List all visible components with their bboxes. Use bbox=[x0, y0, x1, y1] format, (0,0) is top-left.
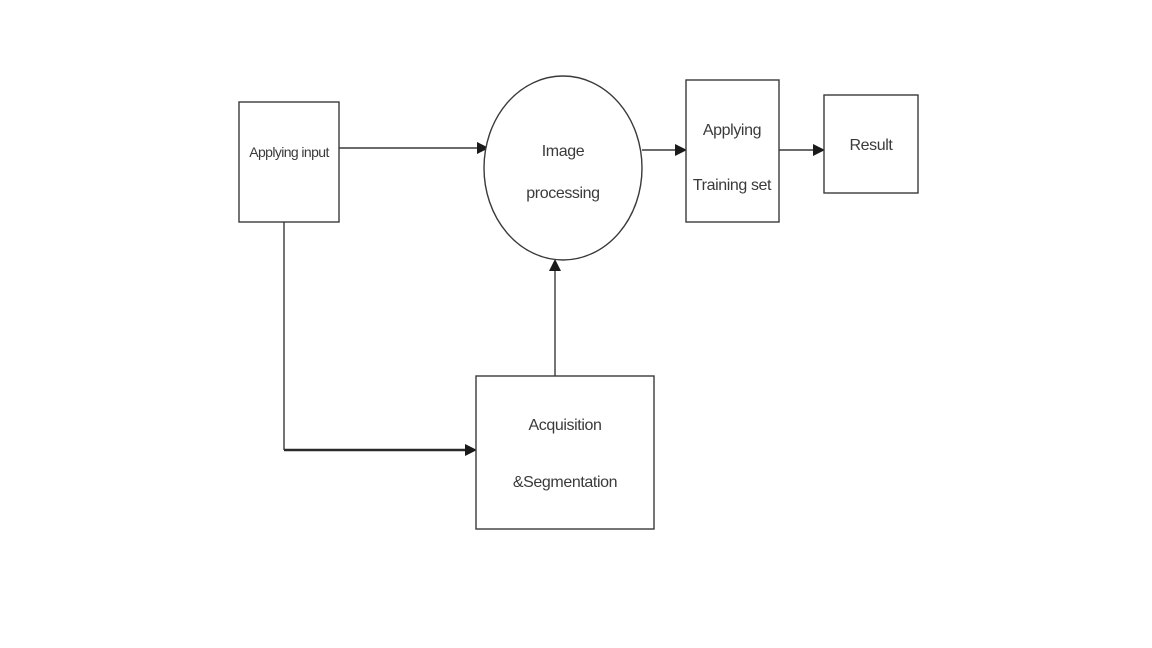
node-image-processing-label-line2: processing bbox=[526, 185, 599, 202]
node-training-label-line1: Applying bbox=[703, 122, 761, 139]
node-training-label-line2: Training set bbox=[693, 177, 772, 194]
edges bbox=[283, 142, 825, 456]
node-applying-input-label: Applying input bbox=[249, 144, 329, 160]
node-image-processing: Image processing bbox=[483, 75, 643, 261]
node-acquisition-segmentation: Acquisition &Segmentation bbox=[475, 375, 655, 530]
node-applying-training-set: Applying Training set bbox=[685, 79, 780, 223]
arrow-head-result bbox=[813, 144, 825, 156]
arrow-head-training bbox=[675, 144, 687, 156]
node-acquisition-label-line1: Acquisition bbox=[529, 417, 602, 434]
node-image-processing-label-line1: Image bbox=[542, 143, 585, 160]
node-result-label: Result bbox=[850, 137, 894, 154]
node-result: Result bbox=[823, 94, 919, 194]
node-acquisition-label-line2: &Segmentation bbox=[513, 474, 617, 491]
arrow-head-acquisition bbox=[465, 444, 477, 456]
arrow-head-image-processing-bottom bbox=[549, 259, 561, 271]
arrow-head-image-processing-left bbox=[477, 142, 489, 154]
node-applying-input: Applying input bbox=[238, 101, 340, 223]
